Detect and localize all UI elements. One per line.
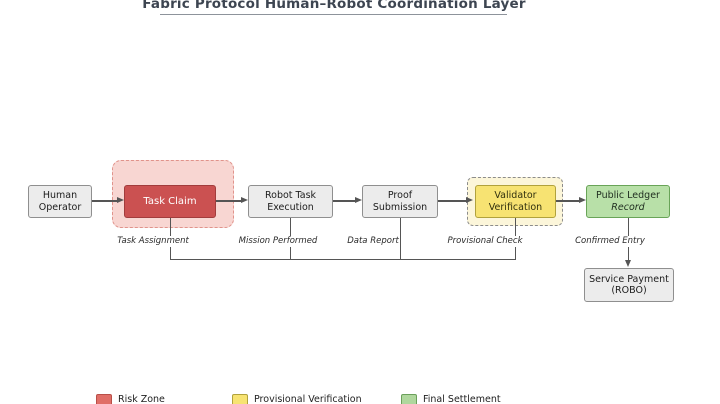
node-proof-submission: Proof Submission [362,185,438,218]
title-underline [160,14,507,15]
legend-label-risk-zone: Risk Zone [118,394,165,404]
edge-label-data-report: Data Report [347,236,399,246]
edge-label-mission-performed: Mission Performed [238,236,318,246]
node-public-ledger-line2: Record [611,201,645,213]
node-human-operator-line1: Human [42,190,78,201]
legend-label-provisional-verification: Provisional Verification [254,394,362,404]
drop-ledger-top [628,218,630,236]
arrowhead-ledger-to-payment [624,260,631,267]
drop-task-claim-top [170,218,172,236]
arrow-claim-to-execution [216,200,241,202]
arrow-proof-to-validator [438,200,466,202]
arrowhead-proof-to-validator [466,197,473,204]
arrowhead-operator-to-claim [117,197,124,204]
node-robot-task-execution: Robot Task Execution [248,185,333,218]
node-robot-task-execution-line2: Execution [267,201,314,213]
node-human-operator-line2: Operator [38,201,82,213]
bus-line [170,259,516,261]
edge-label-provisional-check: Provisional Check [447,236,523,246]
legend-swatch-risk-zone [96,394,112,404]
drop-validator-bottom [515,247,517,259]
diagram-title: Fabric Protocol Human–Robot Coordination… [142,0,526,12]
node-public-ledger-line1: Public Ledger [596,190,660,201]
legend-label-final-settlement: Final Settlement [423,394,501,404]
arrowhead-validator-to-ledger [579,197,586,204]
node-task-claim-label: Task Claim [143,195,197,207]
node-task-claim: Task Claim [124,185,216,218]
drop-ledger-bottom [628,247,630,261]
drop-execution-top [290,218,292,236]
arrowhead-execution-to-proof [355,197,362,204]
node-human-operator: Human Operator [28,185,92,218]
arrow-validator-to-ledger [556,200,579,202]
node-validator-verification-line2: Verification [488,201,543,213]
node-service-payment: Service Payment (ROBO) [584,268,674,302]
drop-task-claim-bottom [170,247,172,259]
node-public-ledger-record: Public Ledger Record [586,185,670,218]
drop-validator-top [515,218,517,236]
node-validator-verification: Validator Verification [475,185,556,218]
legend-swatch-provisional-verification [232,394,248,404]
edge-label-confirmed-entry: Confirmed Entry [575,236,645,246]
arrowhead-claim-to-execution [241,197,248,204]
node-robot-task-execution-line1: Robot Task [264,190,317,201]
legend-swatch-final-settlement [401,394,417,404]
node-validator-verification-line1: Validator [494,190,537,201]
drop-execution-bottom [290,247,292,259]
edge-label-task-assignment: Task Assignment [117,236,189,246]
drop-proof [400,218,402,259]
node-proof-submission-line1: Proof [387,190,413,201]
arrow-operator-to-claim [92,200,117,202]
node-service-payment-line1: Service Payment [589,273,669,285]
node-proof-submission-line2: Submission [372,201,428,213]
arrow-execution-to-proof [333,200,355,202]
node-service-payment-line2: (ROBO) [611,285,647,296]
